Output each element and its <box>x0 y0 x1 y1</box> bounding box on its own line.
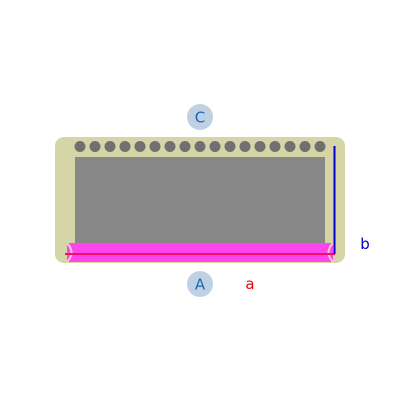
display-panel <box>75 157 325 243</box>
pin <box>134 141 146 152</box>
marker-a-circle <box>187 271 213 297</box>
pin <box>314 141 326 152</box>
pin <box>104 141 116 152</box>
pin <box>74 141 86 152</box>
pin <box>89 141 101 152</box>
marker-c-label: C <box>195 109 205 127</box>
pin <box>284 141 296 152</box>
pin <box>239 141 251 152</box>
strip-left-end <box>66 242 73 263</box>
pin <box>164 141 176 152</box>
dimension-b-label: b <box>360 235 370 253</box>
pin <box>269 141 281 152</box>
pin <box>299 141 311 152</box>
marker-c: C <box>187 104 213 130</box>
pin-row <box>74 141 326 152</box>
pin <box>209 141 221 152</box>
bottom-strip <box>65 242 335 263</box>
marker-a-label: A <box>195 276 206 294</box>
strip-right-end <box>327 242 334 263</box>
strip-band <box>67 243 333 262</box>
marker-c-circle <box>187 104 213 130</box>
pin <box>119 141 131 152</box>
dimension-a-label: a <box>245 275 254 293</box>
pin <box>149 141 161 152</box>
pin <box>254 141 266 152</box>
marker-a: A <box>187 271 213 297</box>
pin <box>224 141 236 152</box>
pin <box>194 141 206 152</box>
pin <box>179 141 191 152</box>
